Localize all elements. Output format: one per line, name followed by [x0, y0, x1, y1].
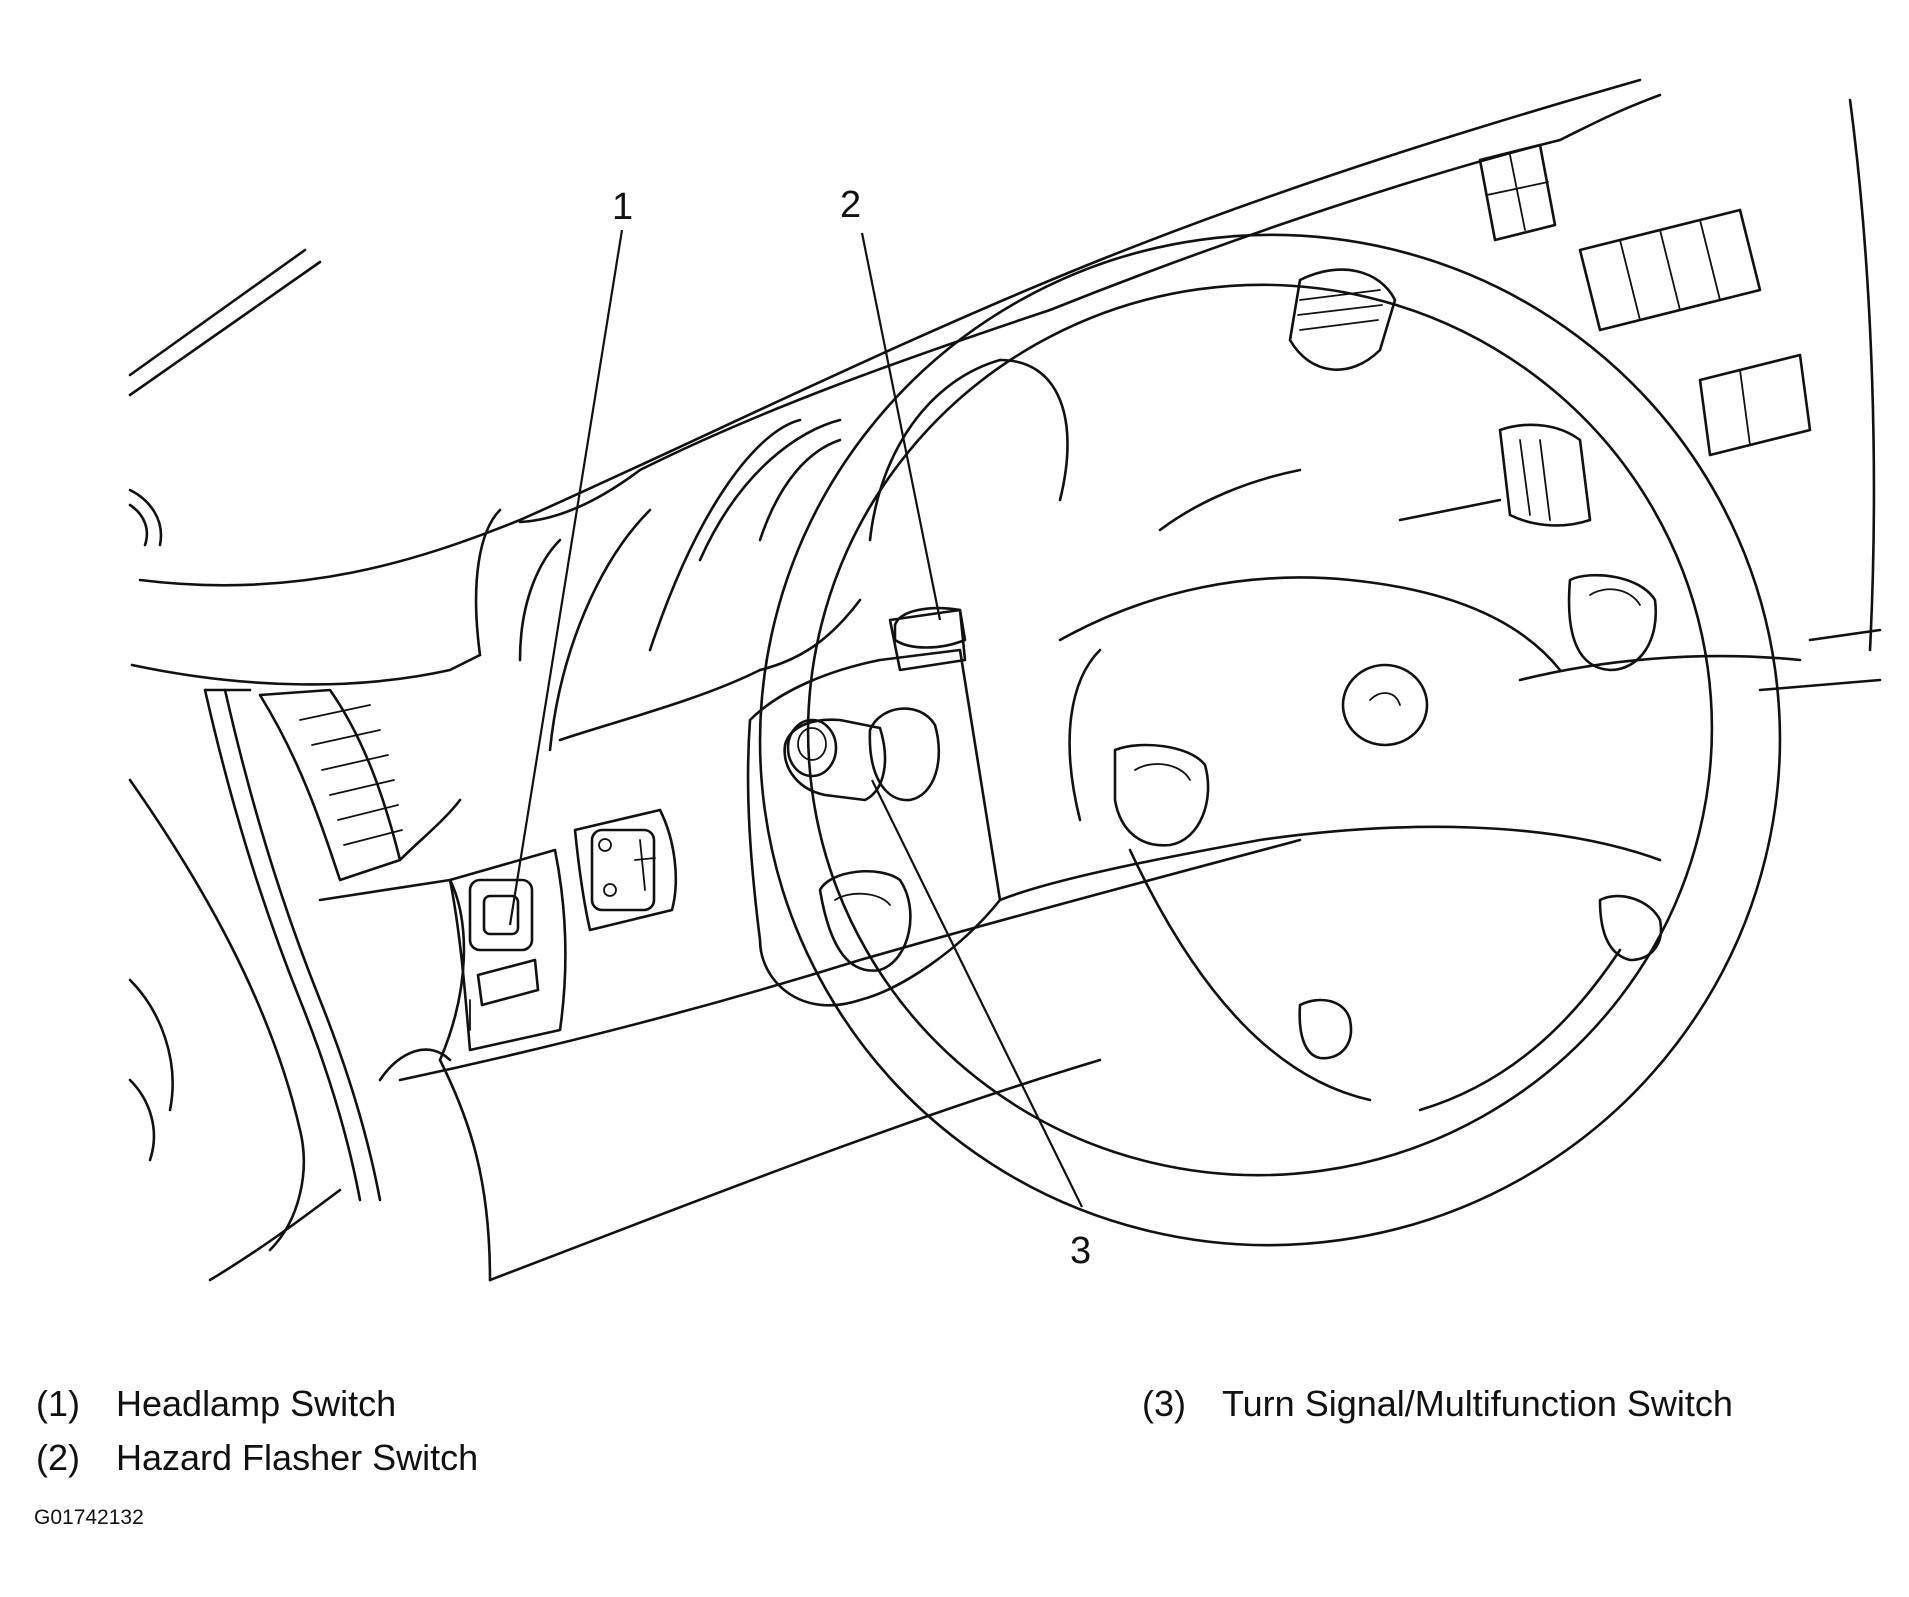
left-air-vent — [258, 688, 462, 882]
steering-column-shroud — [746, 608, 1002, 1007]
callout-leaders — [508, 229, 1083, 1208]
callout-1: 1 — [612, 186, 634, 228]
hazard-switch-body — [893, 606, 967, 649]
legend-item-hazard-flasher-switch: (2) Hazard Flasher Switch — [36, 1440, 478, 1476]
instrument-cluster — [474, 358, 1069, 752]
legend-label: Hazard Flasher Switch — [116, 1437, 479, 1478]
legend-item-headlamp-switch: (1) Headlamp Switch — [36, 1386, 396, 1422]
legend-item-turn-signal-switch: (3) Turn Signal/Multifunction Switch — [1142, 1386, 1733, 1422]
legend-label: Turn Signal/Multifunction Switch — [1222, 1383, 1733, 1424]
a-pillar — [128, 488, 382, 1282]
windshield-edge — [128, 248, 322, 397]
lower-dash — [318, 838, 1302, 1282]
legend-number: (3) — [1142, 1383, 1186, 1424]
legend-label: Headlamp Switch — [116, 1383, 397, 1424]
legend-number: (1) — [36, 1383, 80, 1424]
steering-wheel — [758, 233, 1782, 1247]
callout-2: 2 — [840, 184, 862, 226]
center-console — [1288, 98, 1882, 692]
headlamp-switch-panel — [448, 808, 678, 1052]
legend-number: (2) — [36, 1437, 80, 1478]
figure-id: G01742132 — [34, 1506, 144, 1529]
callout-3: 3 — [1070, 1230, 1092, 1272]
